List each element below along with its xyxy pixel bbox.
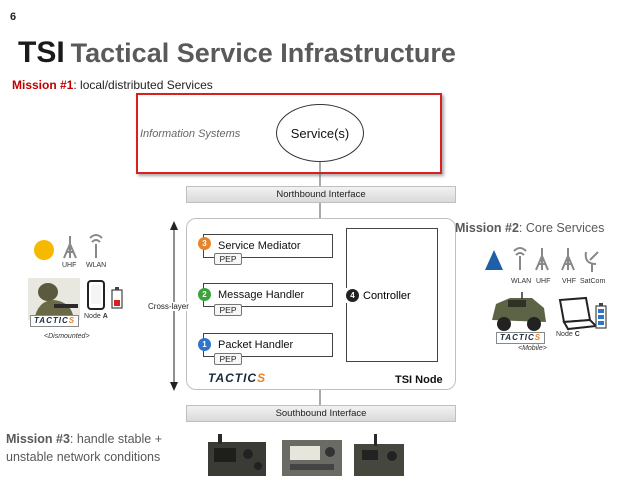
mission-2-name: Mission #2: [455, 221, 519, 235]
antenna-icon: [535, 248, 549, 271]
message-handler-label: Message Handler: [218, 289, 305, 301]
radio-label-uhf: UHF: [536, 278, 551, 285]
packet-handler-label: Packet Handler: [218, 339, 294, 351]
radio-label-wlan: WLAN: [86, 262, 107, 269]
northbound-interface: Northbound Interface: [186, 186, 456, 203]
title-main: TSI: [18, 36, 65, 69]
pep-badge: PEP: [214, 253, 242, 265]
tactics-logo-small: TACTICS: [30, 315, 80, 327]
mission-2-text: Mission #2: Core Services: [455, 221, 604, 235]
cross-layer-label: Cross-layer: [148, 302, 189, 311]
dismounted-label: <Dismounted>: [44, 333, 90, 340]
radio-label-vhf: VHF: [562, 278, 576, 285]
radio-device-photo: [208, 434, 266, 476]
mission-3-text: Mission #3: handle stable + unstable net…: [6, 430, 162, 466]
battery-icon: [111, 287, 123, 309]
controller-label: Controller: [363, 289, 411, 302]
mission-1-name: Mission #1: [12, 78, 74, 92]
pep-badge: PEP: [214, 353, 242, 365]
mission-3-name: Mission #3: [6, 432, 70, 446]
smartphone-icon: [87, 280, 123, 310]
mobile-label: <Mobile>: [518, 345, 547, 352]
blue-triangle-icon: [485, 250, 503, 270]
slide-number: 6: [10, 11, 17, 23]
antenna-icon: [561, 248, 575, 271]
soldier-photo: [28, 278, 80, 320]
layer-1-number: 1: [198, 338, 211, 351]
pep-badge: PEP: [214, 304, 242, 316]
information-systems-label: Information Systems: [140, 128, 241, 140]
wifi-icon: [513, 247, 527, 270]
wifi-icon: [89, 234, 103, 258]
radio-label-wlan: WLAN: [511, 278, 532, 285]
radio-hardware-photos: [208, 434, 404, 476]
service-ellipse: Service(s): [276, 104, 364, 162]
dismounted-radio-icons: [34, 234, 103, 260]
antenna-icon: [63, 236, 77, 259]
service-label: Service(s): [290, 125, 350, 141]
node-c-label: Node C: [556, 331, 580, 338]
tactics-logo: TACTICS: [208, 371, 267, 385]
radio-label-satcom: SatCom: [580, 278, 606, 285]
military-vehicle-photo: [492, 292, 546, 331]
message-handler-box: Message Handler: [203, 283, 333, 307]
mission-2-desc: : Core Services: [518, 221, 605, 235]
tsi-node-label: TSI Node: [395, 374, 443, 386]
service-mediator-label: Service Mediator: [218, 240, 301, 252]
radio-label-uhf: UHF: [62, 262, 77, 269]
mobile-radio-icons: [485, 247, 599, 272]
mission-1-text: Mission #1: local/distributed Services: [12, 78, 213, 92]
layer-3-number: 3: [198, 237, 211, 250]
controller: 4 Controller: [342, 288, 415, 303]
radio-device-photo: [354, 434, 404, 476]
layer-2-number: 2: [198, 288, 211, 301]
mission-3-desc-2: unstable network conditions: [6, 450, 161, 464]
radio-device-photo: [282, 440, 342, 476]
mission-3-desc: : handle stable +: [69, 432, 163, 446]
mission-1-desc: : local/distributed Services: [73, 78, 213, 92]
controller-number: 4: [346, 289, 359, 302]
title-sub: Tactical Service Infrastructure: [70, 38, 456, 68]
southbound-interface: Southbound Interface: [186, 405, 456, 422]
battery-icon: [595, 303, 607, 329]
tactics-logo-small: TACTICS: [496, 332, 546, 344]
laptop-icon: [558, 296, 607, 331]
satellite-dish-icon: [584, 251, 599, 272]
yellow-marker-icon: [34, 240, 54, 260]
node-a-label: Node A: [84, 313, 108, 320]
